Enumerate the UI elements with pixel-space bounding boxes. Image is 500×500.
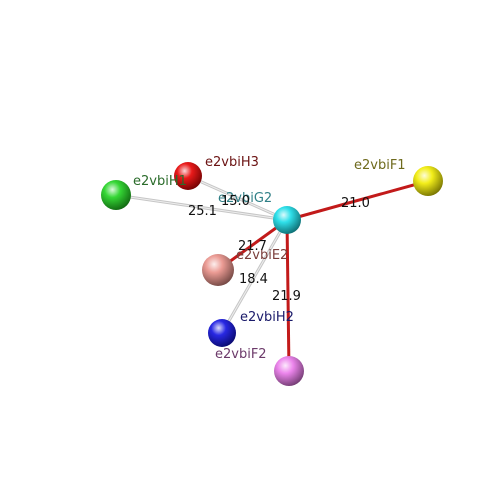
distance-label-e2vbiH3: 15.0: [221, 194, 250, 209]
nodes-layer: [101, 162, 443, 386]
node-label-e2vbiF1: e2vbiF1: [354, 158, 406, 173]
node-e2vbiE2: [202, 254, 234, 286]
node-label-e2vbiG2: e2vbiG2: [218, 191, 272, 206]
distance-label-e2vbiH2: 18.4: [239, 272, 268, 287]
node-e2vbiG2: [273, 206, 301, 234]
edges-layer: [115, 174, 429, 372]
edge-e2vbiG2-e2vbiF1: [286, 179, 429, 222]
edge-highlight-e2vbiH1: [115, 194, 288, 221]
node-label-e2vbiH2: e2vbiH2: [240, 310, 294, 325]
node-label-e2vbiH1: e2vbiH1: [133, 174, 187, 189]
node-e2vbiF2: [274, 356, 304, 386]
node-e2vbiH1: [101, 180, 131, 210]
edge-e2vbiG2-e2vbiF2: [285, 219, 291, 372]
node-e2vbiF1: [413, 166, 443, 196]
node-e2vbiH3: [174, 162, 202, 190]
distance-label-e2vbiH1: 25.1: [188, 204, 217, 219]
distance-label-e2vbiE2: 21.7: [238, 239, 267, 254]
node-label-e2vbiE2: e2vbiE2: [236, 248, 288, 263]
distance-label-e2vbiF2: 21.9: [272, 289, 301, 304]
node-label-e2vbiH3: e2vbiH3: [205, 155, 259, 170]
labels-layer: e2vbiG2 e2vbiH3 e2vbiH1 e2vbiF1 e2vbiE2 e2vbi…: [133, 155, 406, 362]
node-e2vbiH2: [208, 319, 236, 347]
distance-label-e2vbiF1: 21.0: [341, 196, 370, 211]
edge-highlight-e2vbiH2: [221, 219, 288, 334]
node-label-e2vbiF2: e2vbiF2: [215, 347, 267, 362]
edge-highlight-e2vbiH3: [187, 175, 288, 221]
